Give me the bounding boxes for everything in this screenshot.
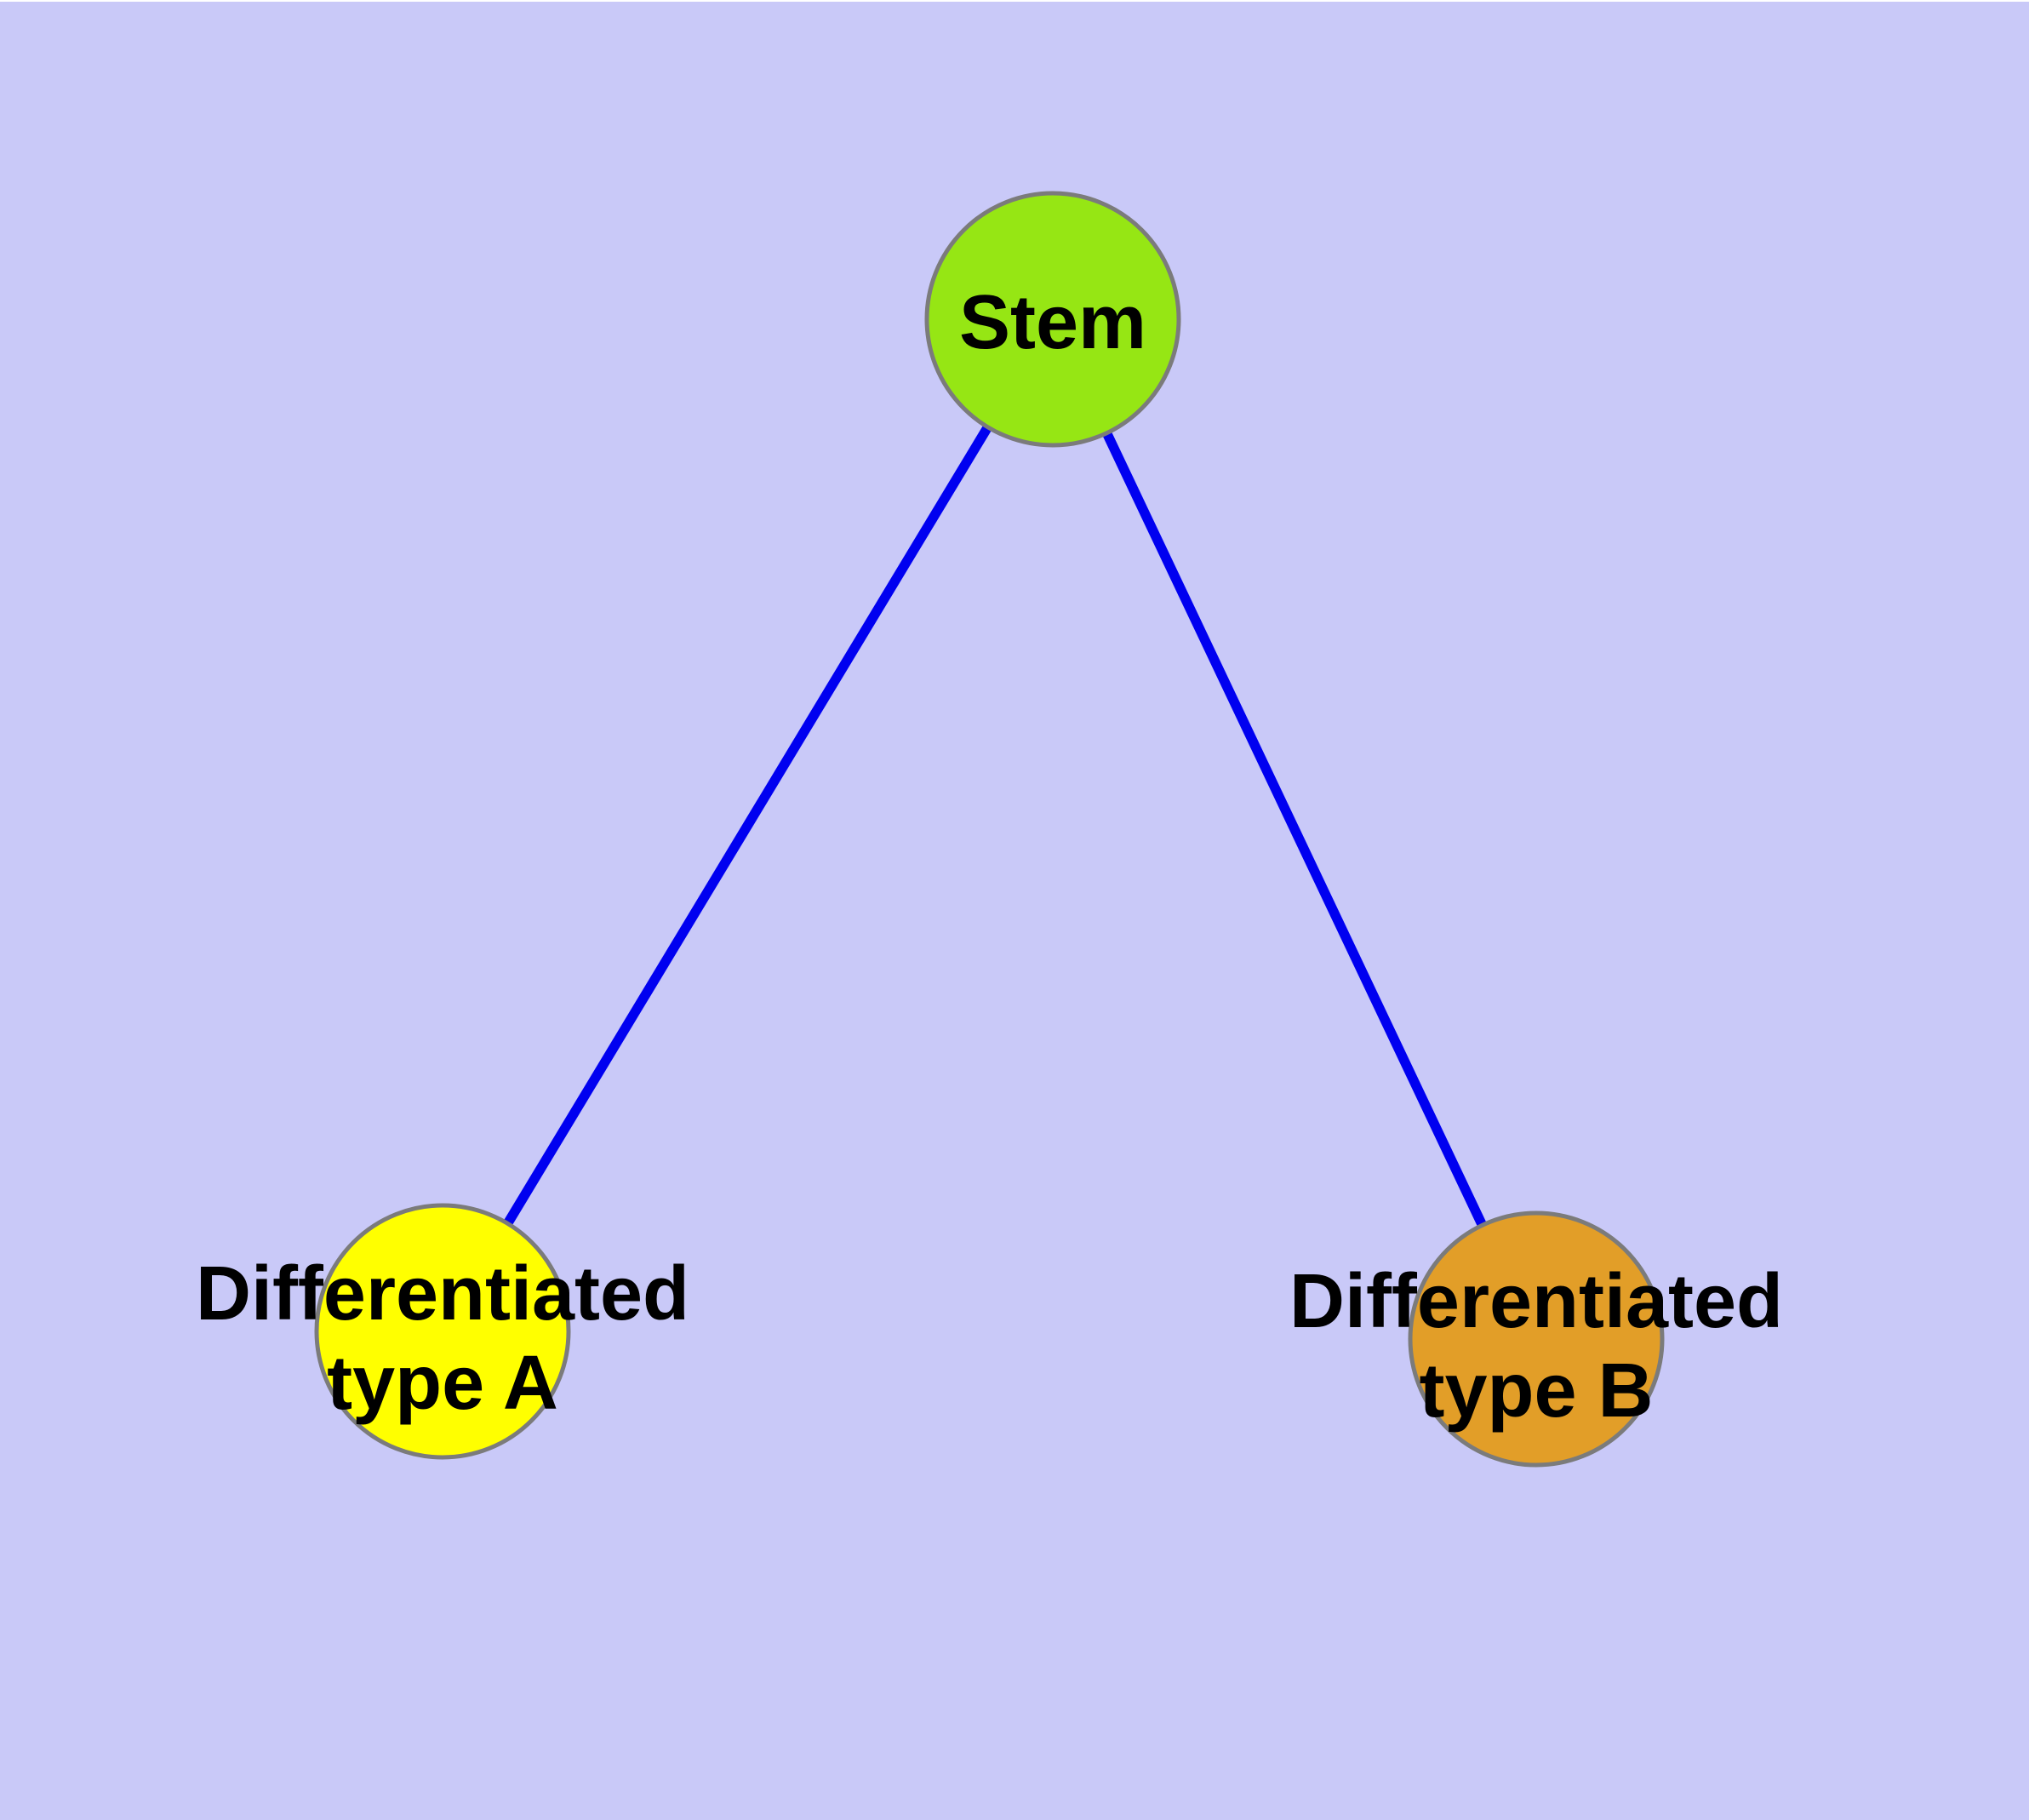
node-differentiated-type-a-label-line-1: Differentiated	[196, 1251, 689, 1336]
edge-stem-to-differentiated-type-a	[438, 317, 1057, 1334]
node-differentiated-type-b-label-line-2: type B	[1419, 1348, 1653, 1434]
edge-stem-to-differentiated-type-b	[1048, 317, 1541, 1342]
node-differentiated-type-a-label-line-2: type A	[327, 1341, 558, 1426]
node-stem-label-line-1: Stem	[959, 280, 1146, 365]
node-differentiated-type-a	[314, 1203, 571, 1460]
node-stem	[924, 191, 1181, 448]
node-differentiated-type-b-label-line-1: Differentiated	[1289, 1259, 1783, 1344]
nodes-layer	[314, 191, 1665, 1468]
node-differentiated-type-b	[1408, 1210, 1665, 1468]
edges-layer	[438, 317, 1541, 1342]
